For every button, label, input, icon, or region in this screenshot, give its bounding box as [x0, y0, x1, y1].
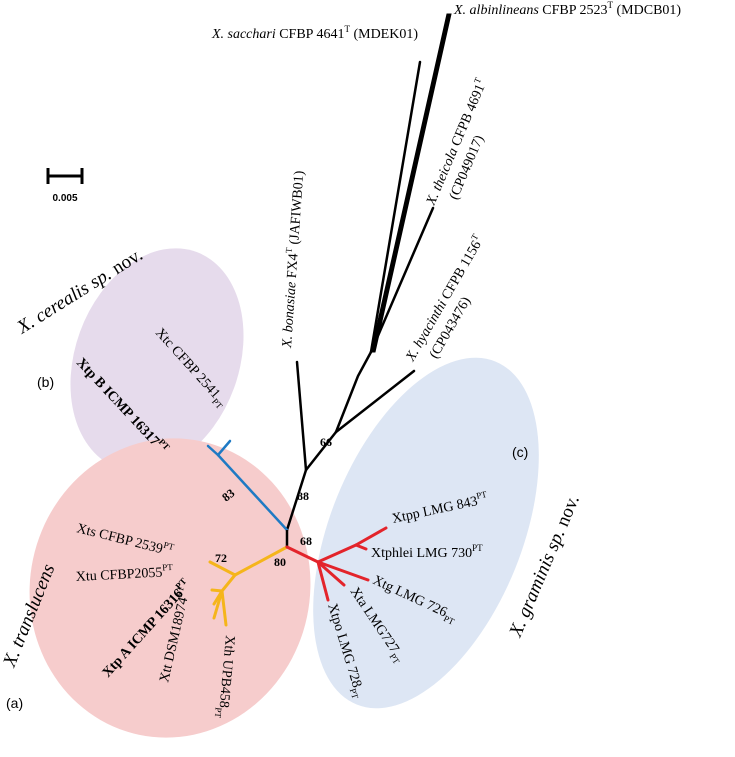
bootstrap-80: 80 [274, 555, 286, 569]
branch-xth [220, 589, 228, 627]
bootstrap-68: 68 [300, 534, 312, 548]
branch-node66-hyacinthi [334, 369, 416, 434]
bootstrap-72: 72 [215, 551, 227, 565]
branch-xtc [216, 439, 232, 457]
branch-xtg [316, 560, 370, 582]
branch-xtp-b [206, 444, 220, 457]
branch-xtt [212, 589, 224, 620]
svg-text:Xth UPB458PT: Xth UPB458PT [213, 634, 237, 719]
bootstrap-88: 88 [297, 489, 309, 503]
branch-root-cladeb [216, 453, 289, 532]
leaf-xth: Xth UPB458PT [213, 634, 237, 719]
clade-b-letter: (b) [37, 374, 54, 390]
clade-c-branches [285, 526, 388, 602]
svg-text:X. bonasiae FX4T (JAFIWB01): X. bonasiae FX4T (JAFIWB01) [277, 170, 307, 350]
clade-a-letter: (a) [6, 695, 23, 711]
branch-node66-upper [334, 350, 373, 434]
bootstrap-66: 66 [320, 435, 332, 449]
label-hyacinthi: X. hyacinthi CFPB 1156T (CP043476) [403, 232, 485, 365]
branch-root-cladec [285, 545, 320, 564]
label-albilineans: X. albinlineans CFBP 2523T (MDCB01) [453, 0, 681, 18]
backbone-branches [285, 13, 452, 532]
branch-xts [208, 560, 237, 577]
clade-a-ellipse [29, 438, 311, 738]
svg-text:Xtphlei LMG 730PT: Xtphlei LMG 730PT [371, 543, 483, 561]
branch-node88-bonasiae [295, 360, 308, 472]
scale-bar: 0.005 [46, 168, 84, 204]
label-sacchari: X. sacchari CFBP 4641T (MDEK01) [211, 24, 418, 42]
clade-c-letter: (c) [512, 444, 528, 460]
clade-a-branches [208, 545, 289, 627]
branch-xtu [210, 588, 224, 593]
scale-bar-label: 0.005 [52, 193, 77, 204]
label-theicola: X. theicola CFPB 4691T (CP049017) [423, 75, 488, 208]
branch-node88-node66 [304, 430, 338, 472]
branch-to-albilineans [370, 13, 452, 353]
branch-xtphlei [354, 543, 368, 551]
branch-xtpo [316, 560, 330, 602]
branch-root-node88 [285, 468, 308, 532]
label-bonasiae: X. bonasiae FX4T (JAFIWB01) [277, 170, 307, 350]
branch-cladea-inner [220, 573, 237, 593]
branch-xtpp [354, 526, 388, 547]
clade-b-branches [206, 439, 289, 532]
leaf-xtu: Xtu CFBP2055PT [75, 562, 174, 585]
clade-c-ellipse [313, 357, 539, 709]
leaf-xtphlei: Xtphlei LMG 730PT [371, 543, 483, 561]
branch-xta [316, 560, 346, 587]
svg-text:Xtu CFBP2055PT: Xtu CFBP2055PT [75, 562, 174, 585]
branch-cladec-upper [316, 543, 358, 564]
branch-to-theicola [369, 206, 435, 354]
clade-b-ellipse [70, 248, 244, 472]
branch-root-cladea [233, 545, 289, 577]
branch-to-sacchari [369, 60, 422, 354]
